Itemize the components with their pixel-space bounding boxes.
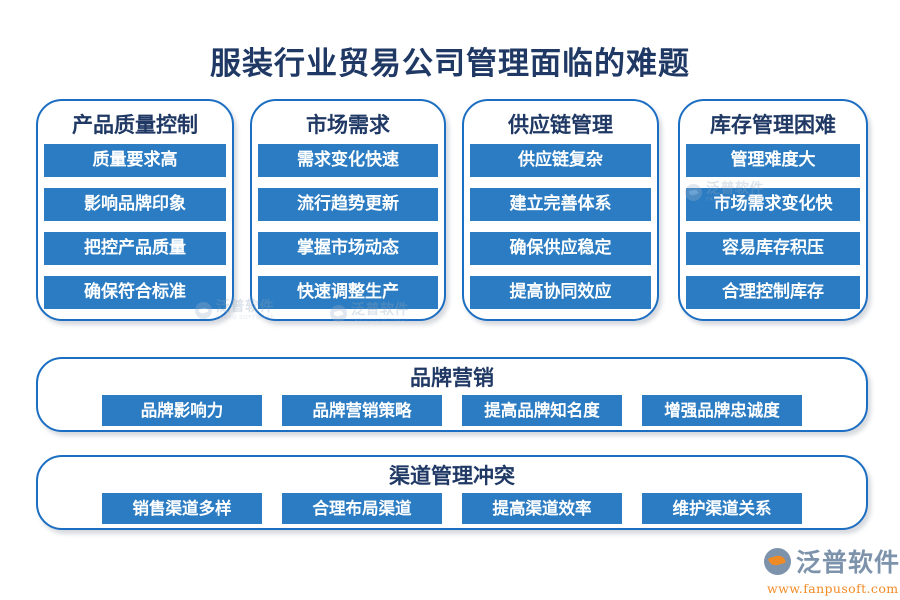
category-item[interactable]: 确保供应稳定 xyxy=(470,232,651,265)
category-card-product-quality: 产品质量控制 质量要求高 影响品牌印象 把控产品质量 确保符合标准 xyxy=(36,99,234,321)
category-item[interactable]: 提高渠道效率 xyxy=(462,493,622,524)
category-card-title: 供应链管理 xyxy=(508,112,613,137)
category-item-list: 质量要求高 影响品牌印象 把控产品质量 确保符合标准 xyxy=(38,144,232,309)
category-item[interactable]: 容易库存积压 xyxy=(686,232,860,265)
category-item[interactable]: 需求变化快速 xyxy=(258,144,438,177)
category-card-title: 渠道管理冲突 xyxy=(389,463,515,488)
category-item[interactable]: 供应链复杂 xyxy=(470,144,651,177)
category-item[interactable]: 掌握市场动态 xyxy=(258,232,438,265)
category-card-brand-marketing: 品牌营销 品牌影响力 品牌营销策略 提高品牌知名度 增强品牌忠诚度 xyxy=(36,357,868,432)
category-card-inventory: 库存管理困难 管理难度大 市场需求变化快 容易库存积压 合理控制库存 xyxy=(678,99,868,321)
category-item-list: 品牌影响力 品牌营销策略 提高品牌知名度 增强品牌忠诚度 xyxy=(38,395,866,426)
brand-logo: 泛普软件 www.fanpusoft.com xyxy=(764,543,900,596)
category-card-channel-conflict: 渠道管理冲突 销售渠道多样 合理布局渠道 提高渠道效率 维护渠道关系 xyxy=(36,455,868,530)
category-item-list: 需求变化快速 流行趋势更新 掌握市场动态 快速调整生产 xyxy=(252,144,444,309)
category-item-list: 管理难度大 市场需求变化快 容易库存积压 合理控制库存 xyxy=(680,144,866,309)
category-item-list: 供应链复杂 建立完善体系 确保供应稳定 提高协同效应 xyxy=(464,144,657,309)
category-item[interactable]: 影响品牌印象 xyxy=(44,188,226,221)
category-item[interactable]: 合理布局渠道 xyxy=(282,493,442,524)
category-item[interactable]: 提高品牌知名度 xyxy=(462,395,622,426)
category-card-title: 市场需求 xyxy=(306,112,390,137)
category-item[interactable]: 确保符合标准 xyxy=(44,276,226,309)
category-item[interactable]: 合理控制库存 xyxy=(686,276,860,309)
page-title: 服装行业贸易公司管理面临的难题 xyxy=(210,46,690,82)
category-item[interactable]: 把控产品质量 xyxy=(44,232,226,265)
category-item[interactable]: 快速调整生产 xyxy=(258,276,438,309)
fanpu-logo-icon xyxy=(764,547,791,575)
category-item[interactable]: 市场需求变化快 xyxy=(686,188,860,221)
category-item[interactable]: 维护渠道关系 xyxy=(642,493,802,524)
category-item[interactable]: 管理难度大 xyxy=(686,144,860,177)
brand-name: 泛普软件 xyxy=(796,548,900,577)
category-item[interactable]: 增强品牌忠诚度 xyxy=(642,395,802,426)
category-card-title: 品牌营销 xyxy=(410,365,494,390)
category-card-supply-chain: 供应链管理 供应链复杂 建立完善体系 确保供应稳定 提高协同效应 xyxy=(462,99,659,321)
category-item[interactable]: 品牌影响力 xyxy=(102,395,262,426)
category-item[interactable]: 流行趋势更新 xyxy=(258,188,438,221)
category-card-title: 产品质量控制 xyxy=(72,112,198,137)
category-item[interactable]: 质量要求高 xyxy=(44,144,226,177)
brand-logo-row: 泛普软件 xyxy=(764,543,900,579)
category-card-title: 库存管理困难 xyxy=(710,112,836,137)
brand-url: www.fanpusoft.com xyxy=(767,581,899,596)
category-item[interactable]: 销售渠道多样 xyxy=(102,493,262,524)
category-item[interactable]: 建立完善体系 xyxy=(470,188,651,221)
category-item-list: 销售渠道多样 合理布局渠道 提高渠道效率 维护渠道关系 xyxy=(38,493,866,524)
category-item[interactable]: 品牌营销策略 xyxy=(282,395,442,426)
category-item[interactable]: 提高协同效应 xyxy=(470,276,651,309)
category-card-market-demand: 市场需求 需求变化快速 流行趋势更新 掌握市场动态 快速调整生产 xyxy=(250,99,446,321)
